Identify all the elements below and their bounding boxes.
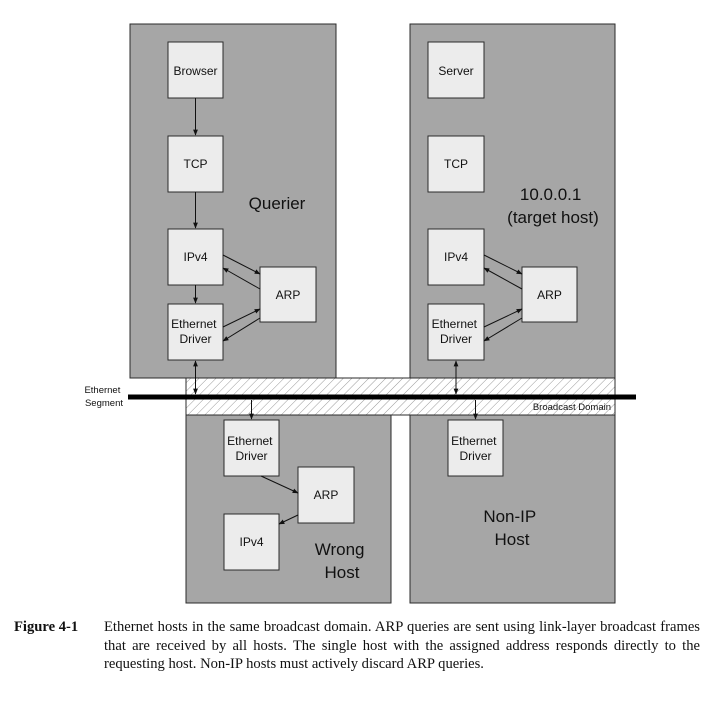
querier-ethernet-driver-label: Ethernet Driver [171, 317, 220, 346]
target-server-box [427, 41, 485, 99]
target-ethernet-driver-label: Ethernet Driver [432, 317, 481, 346]
arrow-arp-to-ethernet [222, 317, 261, 342]
nonip-ethernet-driver-label: Ethernet Driver [451, 434, 500, 463]
target-server-label: Server [438, 64, 473, 78]
arrow-target-ipv4-to-arp [483, 254, 523, 275]
wrong-arp-box [297, 466, 355, 524]
nonip-ethernet-driver-box [447, 419, 504, 477]
querier-tcp-box [167, 135, 224, 193]
target-arp-label: ARP [537, 288, 562, 302]
target-ipv4-label: IPv4 [444, 250, 468, 264]
wrong-ethernet-driver-box [223, 419, 280, 477]
broadcast-domain-label: Broadcast Domain [533, 402, 611, 413]
wrong-host [185, 414, 392, 604]
wrong-ipv4-label: IPv4 [239, 535, 263, 549]
wrong-ipv4-box [223, 513, 280, 571]
arrow-wrong-ethernet-to-arp [260, 475, 299, 494]
querier-ipv4-box [167, 228, 224, 286]
figure-caption-text: Ethernet hosts in the same broadcast dom… [104, 619, 700, 672]
querier-browser-box [167, 41, 224, 99]
wrong-arp-label: ARP [314, 488, 339, 502]
querier-tcp-label: TCP [184, 157, 208, 171]
arp-broadcast-diagram: Ethernet Segment Broadcast Domain Browse… [84, 23, 636, 604]
target-tcp-label: TCP [444, 157, 468, 171]
querier-ipv4-label: IPv4 [183, 250, 207, 264]
target-ethernet-driver-box [427, 303, 485, 361]
figure-caption: Figure 4-1 Ethernet hosts in the same br… [14, 618, 700, 674]
wrong-ethernet-driver-label: Ethernet Driver [227, 434, 276, 463]
target-tcp-box [427, 135, 485, 193]
querier-arp-box [259, 266, 317, 323]
target-host-label: 10.0.0.1 (target host) [507, 185, 599, 227]
arrow-arp-to-ipv4 [222, 267, 261, 290]
nonip-host-label: Non-IP Host [483, 507, 540, 549]
querier-ethernet-driver-box [167, 303, 224, 361]
arrow-ethernet-to-arp [222, 308, 261, 328]
arrow-wrong-arp-to-ipv4 [278, 514, 299, 525]
querier-browser-label: Browser [173, 64, 217, 78]
querier-host-label: Querier [249, 194, 306, 213]
target-arp-box [521, 266, 578, 323]
querier-arp-label: ARP [276, 288, 301, 302]
arrow-target-arp-to-ethernet [483, 317, 523, 342]
arrow-target-arp-to-ipv4 [483, 267, 523, 290]
arrow-ipv4-to-arp [222, 254, 261, 275]
wrong-host-label: Wrong Host [315, 540, 370, 582]
target-ipv4-box [427, 228, 485, 286]
arrow-target-ethernet-to-arp [483, 308, 523, 328]
ethernet-segment-label: Ethernet Segment [84, 385, 123, 409]
figure-caption-label: Figure 4-1 [14, 619, 79, 635]
